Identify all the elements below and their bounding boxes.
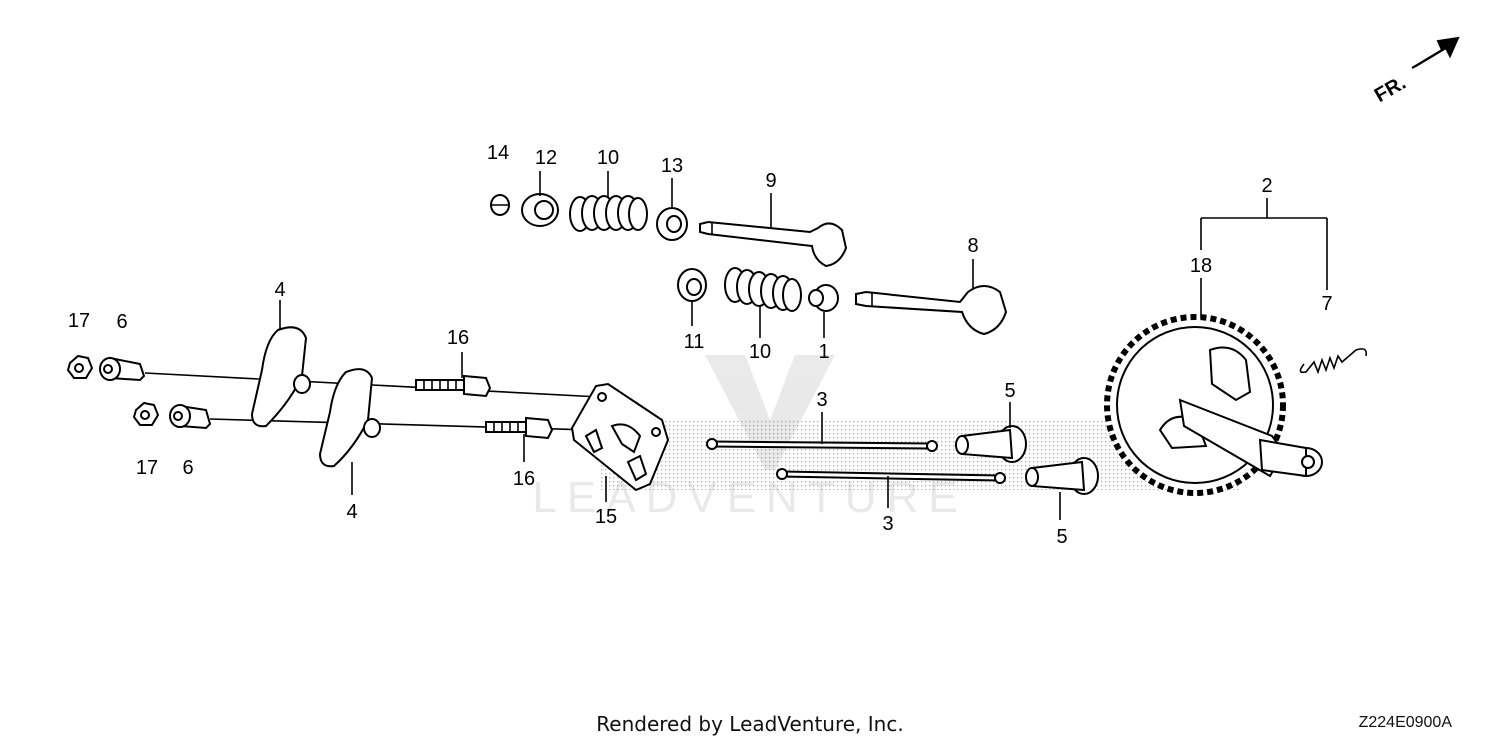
part-7-decompressor-spring[interactable] [1299, 348, 1368, 375]
callout-5-lower: 5 [1056, 526, 1067, 548]
arrow-icon [1411, 36, 1460, 69]
callout-17-upper: 17 [68, 310, 90, 332]
part-12-spring-retainer[interactable] [521, 193, 559, 227]
part-6-pivot-lower[interactable] [169, 404, 212, 430]
callout-3-lower: 3 [882, 513, 893, 535]
callout-12: 12 [535, 147, 557, 169]
part-3-push-rod-upper[interactable] [706, 438, 938, 452]
part-4-rocker-arm-lower[interactable] [318, 368, 381, 468]
part-18-camshaft-gear[interactable] [1104, 314, 1323, 496]
watermark-text: LEADVENTURE [532, 473, 967, 522]
callout-9: 9 [765, 170, 776, 192]
callout-17-lower: 17 [136, 457, 158, 479]
part-15-push-rod-guide-plate[interactable] [570, 382, 670, 492]
part-17-nut-upper[interactable] [66, 354, 94, 379]
part-8-exhaust-valve[interactable] [855, 285, 1008, 336]
fr-arrow-label: FR. [1371, 72, 1410, 107]
part-16-rocker-stud-upper[interactable] [415, 374, 492, 398]
callout-3-upper: 3 [816, 389, 827, 411]
callout-16-lower: 16 [513, 468, 535, 490]
callout-7: 7 [1321, 293, 1332, 315]
part-11-valve-seal[interactable] [677, 268, 707, 302]
callout-4-upper: 4 [274, 279, 285, 301]
part-17-nut-lower[interactable] [132, 401, 160, 426]
callout-6-lower: 6 [182, 457, 193, 479]
callout-4-lower: 4 [346, 501, 357, 523]
diagram-code: Z224E0900A [1358, 714, 1452, 731]
callout-15: 15 [595, 506, 617, 528]
part-1-spring-retainer[interactable] [808, 284, 839, 312]
part-5-tappet-upper[interactable] [955, 425, 1027, 463]
callout-8: 8 [967, 235, 978, 257]
callout-10-upper: 10 [597, 147, 619, 169]
part-10-valve-spring-upper[interactable] [569, 195, 648, 232]
part-4-rocker-arm-upper[interactable] [250, 326, 311, 428]
assembly-2-bracket [1200, 198, 1328, 318]
front-direction-arrow: FR. [1371, 36, 1460, 107]
part-10-valve-spring-lower[interactable] [724, 267, 802, 312]
part-14-valve-cotter[interactable] [490, 194, 510, 216]
callout-18: 18 [1190, 255, 1212, 277]
part-5-tappet-lower[interactable] [1025, 457, 1099, 495]
callout-11: 11 [684, 331, 705, 353]
part-16-rocker-stud-lower[interactable] [485, 416, 554, 440]
part-6-pivot-upper[interactable] [99, 356, 146, 382]
callout-5-upper: 5 [1004, 380, 1015, 402]
callout-leader-lines [279, 171, 1061, 520]
callout-6-upper: 6 [116, 311, 127, 333]
callout-16-upper: 16 [447, 327, 469, 349]
callout-1: 1 [818, 341, 829, 363]
part-9-intake-valve[interactable] [699, 220, 848, 268]
part-13-valve-seal[interactable] [656, 207, 688, 241]
callout-13: 13 [661, 155, 683, 177]
callout-10-lower: 10 [749, 341, 771, 363]
watermark-logo: LEADVENTURE [532, 355, 967, 522]
callout-labels: 14 12 10 13 9 8 11 10 1 2 18 7 17 6 4 16… [68, 142, 1333, 548]
callout-2: 2 [1261, 175, 1272, 197]
callout-14: 14 [487, 142, 509, 164]
rendered-by-credit: Rendered by LeadVenture, Inc. [596, 712, 904, 736]
part-3-push-rod-lower[interactable] [776, 468, 1006, 484]
